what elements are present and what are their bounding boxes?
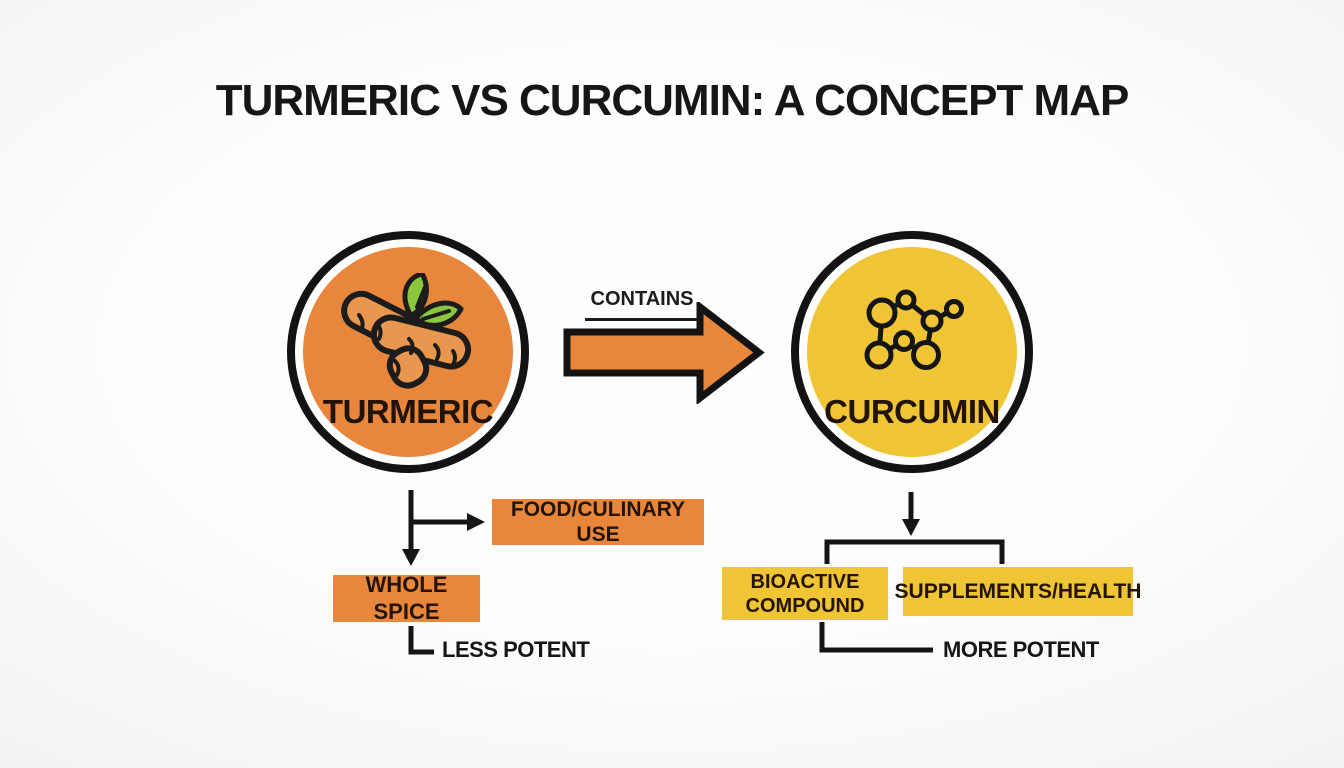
less-potent-connector <box>408 626 434 655</box>
contains-arrow-icon <box>563 302 765 404</box>
turmeric-down-connector <box>408 490 468 551</box>
down-arrowhead-turmeric <box>402 549 420 566</box>
turmeric-node-circle: TURMERIC <box>303 247 513 457</box>
down-arrowhead-curcumin <box>902 519 920 536</box>
page-title: TURMERIC VS CURCUMIN: A CONCEPT MAP <box>215 76 1130 125</box>
turmeric-root-icon <box>341 273 472 389</box>
less-potent-label: LESS POTENT <box>442 637 590 662</box>
more-potent-connector <box>819 622 933 653</box>
curcumin-bracket-connector <box>824 539 1005 564</box>
bioactive-compound-box: BIOACTIVE COMPOUND <box>722 567 888 620</box>
right-arrowhead-food <box>467 513 485 531</box>
food-culinary-use-box: FOOD/CULINARY USE <box>492 498 704 546</box>
turmeric-node-label: TURMERIC <box>322 393 494 430</box>
curcumin-node: CURCUMIN <box>791 231 1033 473</box>
curcumin-node-label: CURCUMIN <box>824 393 1000 430</box>
curcumin-node-circle: CURCUMIN <box>807 247 1017 457</box>
contains-relation-label: CONTAINS <box>585 288 699 321</box>
molecule-icon <box>864 289 964 370</box>
turmeric-node: TURMERIC <box>287 231 529 473</box>
supplements-health-box: SUPPLEMENTS/HEALTH <box>895 567 1141 616</box>
whole-spice-box: WHOLE SPICE <box>333 572 480 624</box>
more-potent-label: MORE POTENT <box>943 637 1099 662</box>
